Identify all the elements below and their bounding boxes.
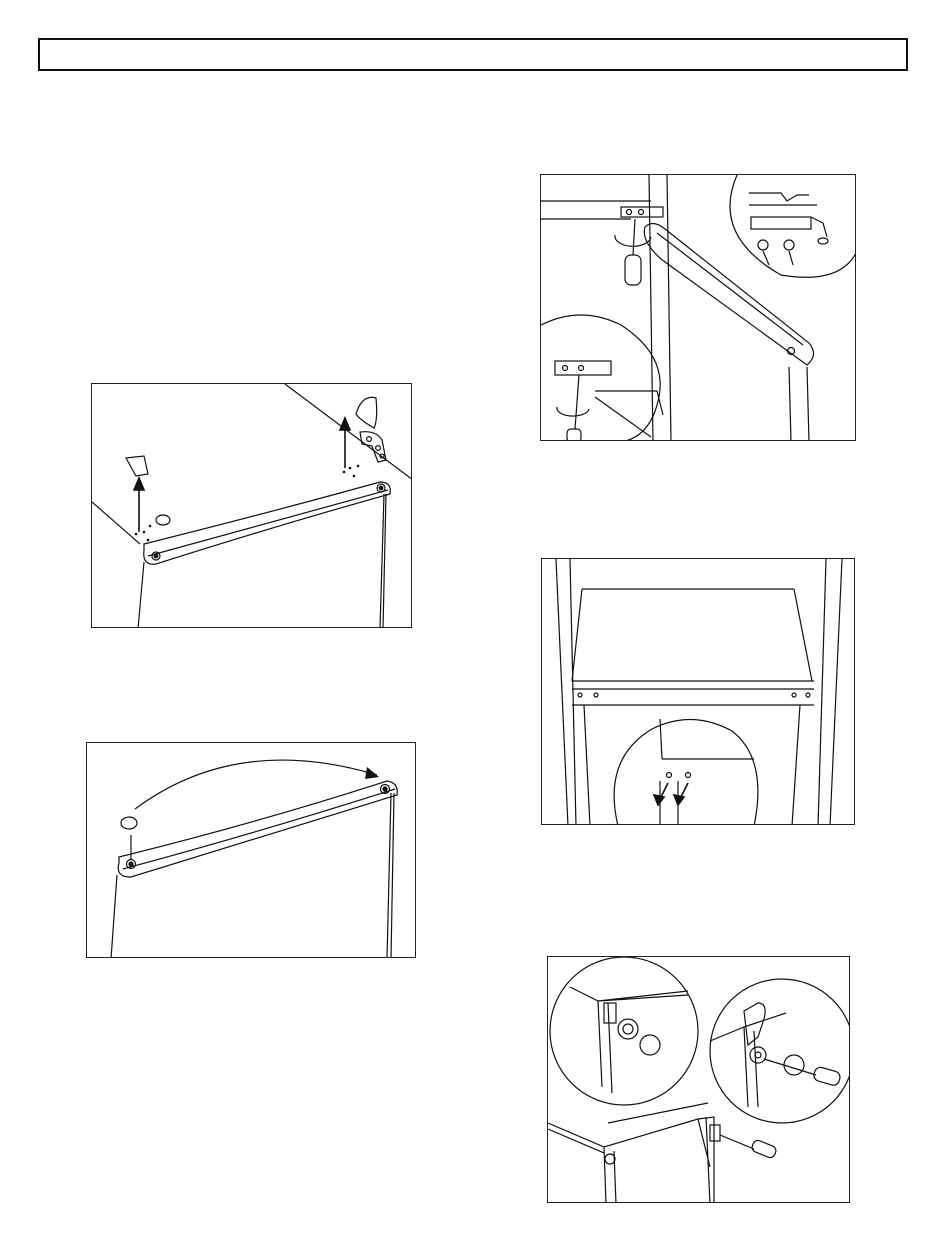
hinge-reinstall-icon (548, 957, 850, 1203)
header-bar (38, 38, 908, 71)
door-hole-plug-transfer-icon (87, 743, 416, 958)
figure-hinge-reinstall (547, 956, 850, 1203)
hinge-screw-removal-icon (541, 175, 856, 441)
figure-cabinet-hinge-holes (541, 558, 855, 825)
figure-hinge-screw-removal (540, 174, 856, 441)
door-top-hinge-removal-icon (92, 384, 412, 628)
figure-door-top-hinge-removal (91, 383, 412, 628)
cabinet-hinge-holes-icon (542, 559, 855, 825)
figure-door-hole-plug-transfer (86, 742, 416, 958)
